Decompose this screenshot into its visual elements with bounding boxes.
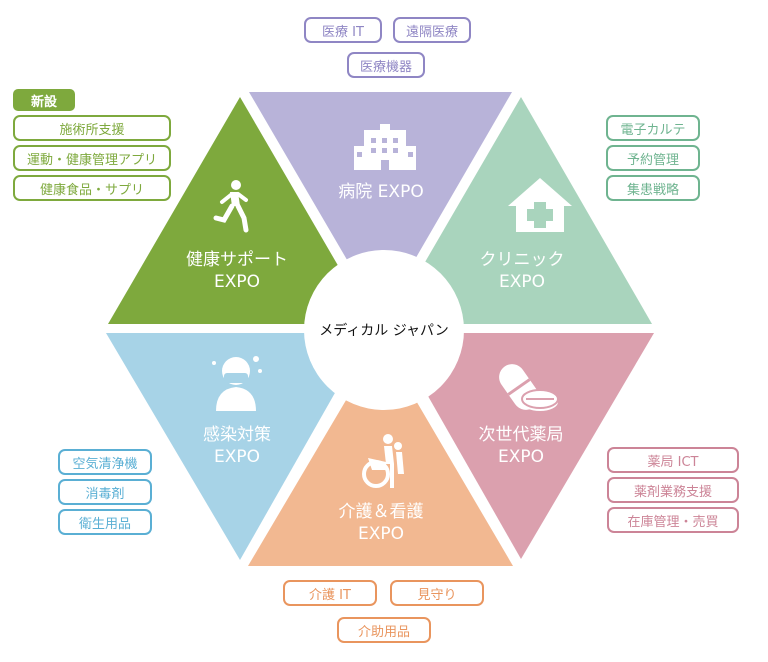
tag-clinic-patient-strategy[interactable]: 集患戦略 (606, 175, 700, 201)
tag-hospital-medical-devices[interactable]: 医療機器 (347, 52, 425, 78)
segment-label-infection-line2: EXPO (214, 447, 260, 467)
tag-clinic-appointments[interactable]: 予約管理 (606, 145, 700, 171)
segment-care[interactable] (248, 341, 513, 566)
new-badge: 新設 (13, 89, 75, 111)
tag-infection-disinfectant[interactable]: 消毒剤 (58, 479, 152, 505)
segment-infection[interactable] (106, 333, 369, 560)
tag-infection-air-purifier[interactable]: 空気清浄機 (58, 449, 152, 475)
tag-health-food-supplements[interactable]: 健康食品・サプリ (13, 175, 171, 201)
center-label: メディカル ジャパン (319, 322, 448, 339)
segment-label-care-line1: 介護＆看護 (339, 502, 424, 522)
clinic-house-cross-icon (508, 178, 572, 232)
tag-pharmacy-support[interactable]: 薬剤業務支援 (607, 477, 739, 503)
tag-care-assist-goods[interactable]: 介助用品 (337, 617, 431, 643)
tag-hospital-telemedicine[interactable]: 遠隔医療 (393, 17, 471, 43)
wheelchair-caregiver-icon (362, 434, 404, 488)
masked-person-icon (212, 356, 262, 411)
segment-pharmacy[interactable] (392, 333, 654, 559)
segment-label-clinic-line1: クリニック (480, 250, 565, 270)
tag-health-treatment-support[interactable]: 施術所支援 (13, 115, 171, 141)
segment-label-health-line1: 健康サポート (186, 250, 288, 270)
tag-care-it[interactable]: 介護 IT (283, 580, 377, 606)
hospital-building-icon (354, 124, 416, 170)
tag-infection-sanitary[interactable]: 衛生用品 (58, 509, 152, 535)
tag-clinic-ehr[interactable]: 電子カルテ (606, 115, 700, 141)
tag-pharmacy-ict[interactable]: 薬局 ICT (607, 447, 739, 473)
segment-hospital[interactable] (249, 92, 512, 318)
segment-label-health-line2: EXPO (214, 272, 260, 292)
tag-health-exercise-app[interactable]: 運動・健康管理アプリ (13, 145, 171, 171)
capsule-pills-icon (499, 364, 559, 411)
tag-care-monitoring[interactable]: 見守り (390, 580, 484, 606)
segment-label-infection-line1: 感染対策 (203, 425, 271, 445)
segment-label-care-line2: EXPO (358, 524, 404, 544)
segment-label-pharmacy-line1: 次世代薬局 (479, 425, 564, 445)
tag-hospital-medical-it[interactable]: 医療 IT (304, 17, 382, 43)
segment-label-hospital: 病院 EXPO (338, 182, 423, 202)
segment-label-clinic-line2: EXPO (499, 272, 545, 292)
tag-pharmacy-inventory[interactable]: 在庫管理・売買 (607, 507, 739, 533)
center-circle (304, 250, 464, 410)
running-person-icon (213, 180, 249, 233)
segment-label-pharmacy-line2: EXPO (498, 447, 544, 467)
